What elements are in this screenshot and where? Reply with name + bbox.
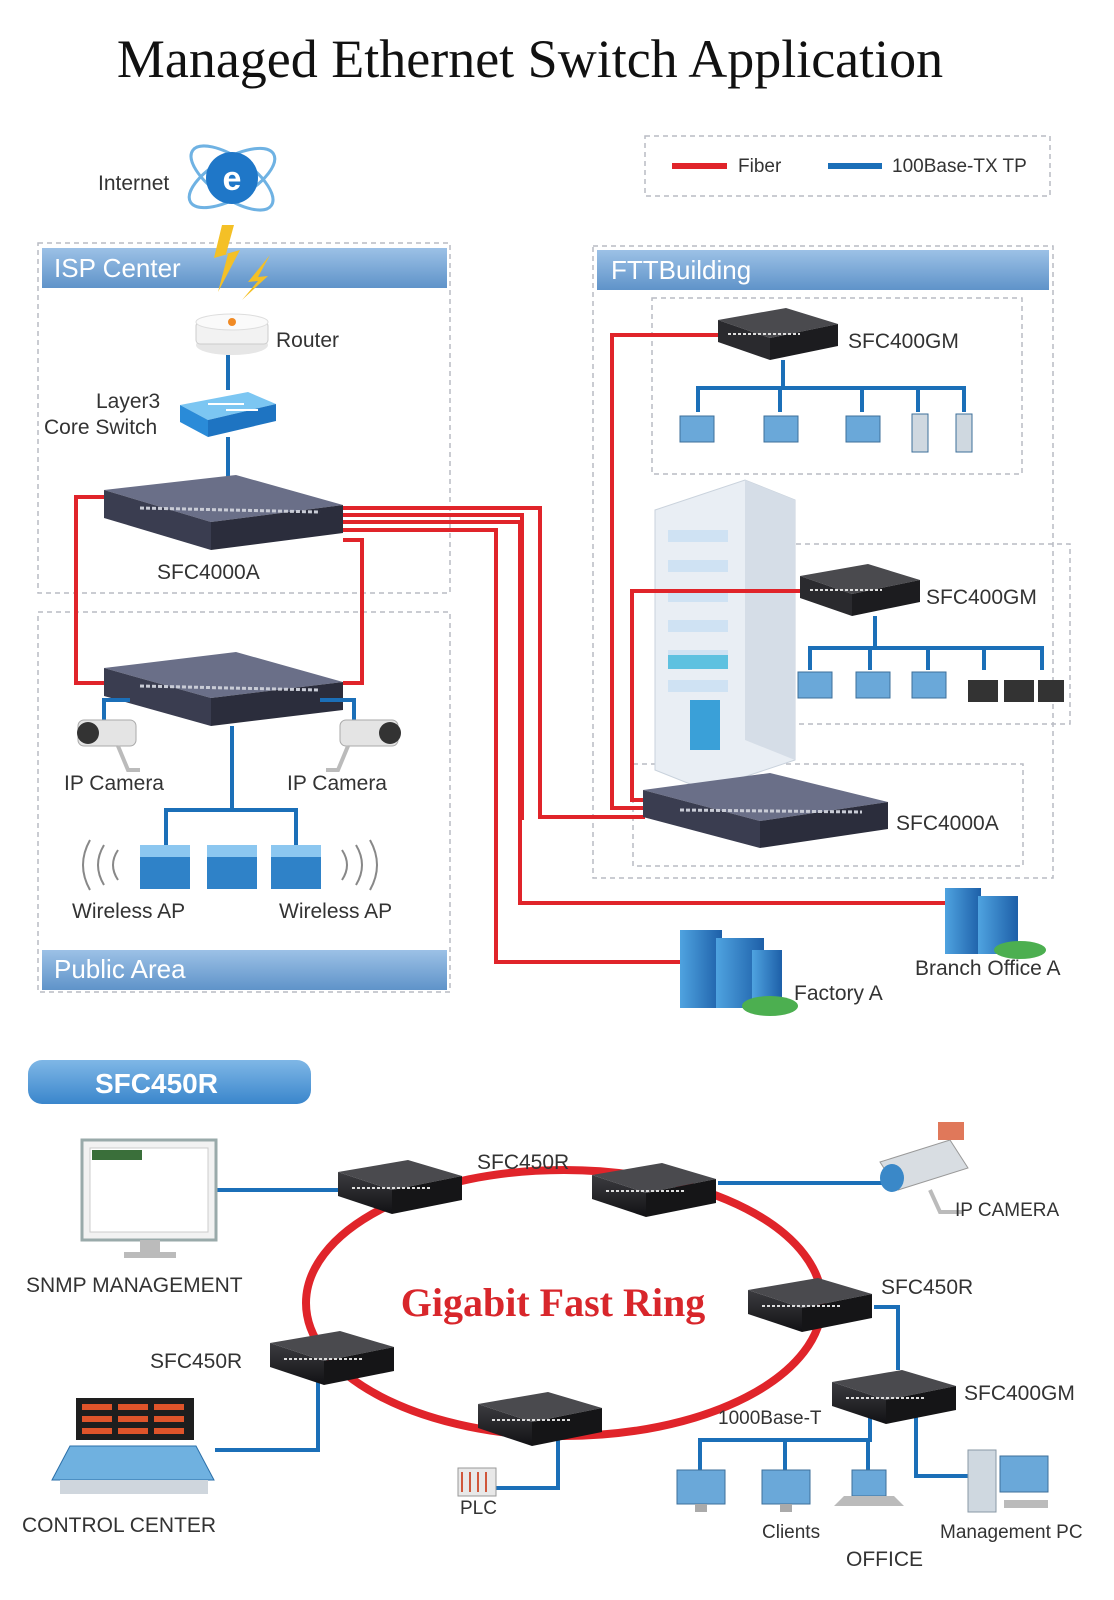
ring-title: Gigabit Fast Ring xyxy=(401,1280,705,1325)
office-switch-label: SFC400GM xyxy=(964,1382,1075,1405)
plc-label: PLC xyxy=(460,1498,497,1519)
ip-camera-ring-label: IP CAMERA xyxy=(955,1200,1060,1221)
ip-camera-icon-right xyxy=(326,719,401,772)
router-label: Router xyxy=(276,329,339,352)
internet-label: Internet xyxy=(98,172,169,195)
building-switch-mid-label: SFC400GM xyxy=(926,586,1037,609)
ip-camera-ring-icon xyxy=(879,1122,969,1214)
clients-label: Clients xyxy=(762,1522,820,1543)
control-center-label: CONTROL CENTER xyxy=(22,1514,216,1537)
sfc4000a-switch-building xyxy=(643,773,888,848)
building-illustration xyxy=(654,479,796,791)
isp-center-zone xyxy=(37,242,451,594)
computer-and-phone-icons-mid xyxy=(797,671,1064,702)
ip-camera-left-label: IP Camera xyxy=(64,772,164,795)
legend: Fiber 100Base-TX TP xyxy=(644,135,1051,197)
management-pc-label: Management PC xyxy=(940,1522,1083,1543)
building-floor-mid xyxy=(777,543,1071,725)
building-top-tp-links xyxy=(696,360,966,412)
isp-center-title: ISP Center xyxy=(54,253,181,283)
sfc450r-switch-right xyxy=(748,1278,872,1332)
ring-switch-right-label: SFC450R xyxy=(881,1276,973,1299)
page-title: Managed Ethernet Switch Application xyxy=(116,29,944,89)
office-label: OFFICE xyxy=(846,1548,923,1571)
client-computer-icons xyxy=(676,1469,904,1512)
wifi-waves-icon-left xyxy=(82,839,119,891)
factory-label: Factory A xyxy=(794,982,883,1005)
sfc400gm-switch-mid xyxy=(800,564,920,616)
wireless-ap-icon-3 xyxy=(271,845,321,889)
ring-switch-top-label: SFC450R xyxy=(477,1151,569,1174)
plc-icon xyxy=(457,1467,497,1497)
ring-tp-links xyxy=(215,1181,968,1490)
lightning-icon xyxy=(214,225,240,292)
building-mid-tp-links xyxy=(808,616,1044,670)
wireless-ap-right-label: Wireless AP xyxy=(279,900,392,923)
sfc450r-switch-left xyxy=(270,1331,394,1385)
branch-office-label: Branch Office A xyxy=(915,957,1061,980)
ring-section-title: SFC450R xyxy=(95,1068,218,1099)
ip-camera-icon-left xyxy=(77,719,140,772)
legend-fiber-label: Fiber xyxy=(738,156,782,177)
isp-center-banner: ISP Center xyxy=(42,248,447,288)
building-switch-bottom-label: SFC4000A xyxy=(896,812,999,835)
sfc450r-switch-top-left xyxy=(338,1160,462,1214)
router-icon xyxy=(195,313,269,355)
snmp-label: SNMP MANAGEMENT xyxy=(26,1274,243,1297)
fttbuilding-zone xyxy=(592,245,1054,879)
control-center-icon xyxy=(51,1398,215,1494)
building-floor-bottom xyxy=(632,763,1024,867)
sfc450r-switch-top-right xyxy=(592,1163,716,1217)
public-area-title: Public Area xyxy=(54,954,186,984)
legend-tp-label: 100Base-TX TP xyxy=(892,156,1027,177)
wireless-ap-left-label: Wireless AP xyxy=(72,900,185,923)
core-switch-icon xyxy=(180,392,276,437)
management-pc-icon xyxy=(967,1449,1049,1513)
lightning-icon-2 xyxy=(242,255,270,300)
ring-switch-left-label: SFC450R xyxy=(150,1350,242,1373)
core-switch-label-line2: Core Switch xyxy=(44,416,157,439)
public-area-banner: Public Area xyxy=(42,950,447,990)
building-switch-top-label: SFC400GM xyxy=(848,330,959,353)
sfc4000a-switch-public xyxy=(104,652,343,726)
sfc450r-switch-bottom xyxy=(478,1392,602,1446)
sfc4000a-switch-isp xyxy=(104,475,343,550)
isp-switch-label: SFC4000A xyxy=(157,561,260,584)
base-t-label: 1000Base-T xyxy=(718,1408,822,1429)
snmp-monitor-icon xyxy=(80,1138,218,1258)
fiber-links xyxy=(74,333,945,964)
ip-camera-right-label: IP Camera xyxy=(287,772,387,795)
core-switch-label-line1: Layer3 xyxy=(96,390,160,413)
fttbuilding-title: FTTBuilding xyxy=(611,255,751,285)
building-floor-top xyxy=(651,297,1023,475)
sfc400gm-switch-top xyxy=(718,308,838,360)
branch-office-building-icon xyxy=(945,888,1046,959)
wireless-ap-icon-2 xyxy=(207,845,257,889)
factory-building-icon xyxy=(680,930,798,1016)
fttbuilding-banner: FTTBuilding xyxy=(597,250,1049,290)
sfc400gm-switch-office xyxy=(832,1370,956,1424)
internet-globe-icon: e xyxy=(187,144,277,212)
wifi-waves-icon-right xyxy=(341,839,378,891)
computer-icons-top xyxy=(679,413,973,453)
svg-text:e: e xyxy=(223,160,242,198)
public-tp-links xyxy=(102,698,356,845)
ring-section-badge: SFC450R xyxy=(28,1060,311,1104)
wireless-ap-icon-1 xyxy=(140,845,190,889)
